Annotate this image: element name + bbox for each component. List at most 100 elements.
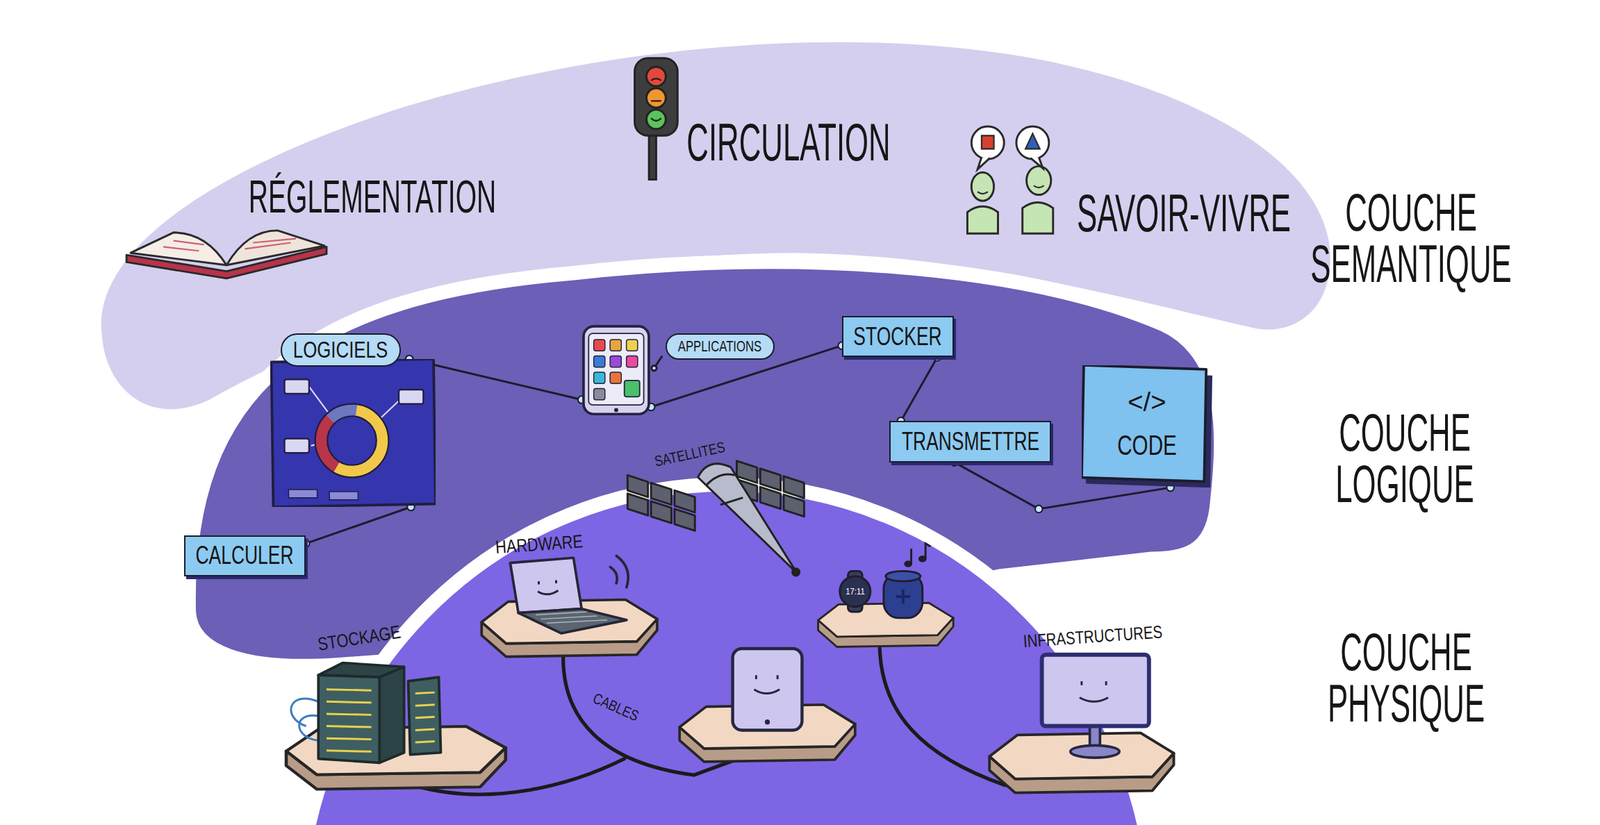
action-box: CALCULER — [184, 535, 306, 577]
satellite-icon — [760, 487, 781, 510]
music-notes — [925, 543, 931, 560]
monitor-icon — [1070, 745, 1120, 758]
traffic-light — [634, 58, 679, 137]
connector-line — [901, 357, 938, 422]
layer-title: COUCHE SEMANTIQUE — [1310, 187, 1512, 291]
software-screen-part — [329, 491, 358, 501]
software-screen-part — [271, 359, 436, 508]
label-pill: LOGICIELS — [280, 333, 401, 367]
people-icon — [971, 172, 994, 201]
node-text: LOGICIELS — [293, 339, 388, 362]
software-screen-part — [284, 379, 310, 394]
satellite-icon — [674, 509, 695, 532]
phone-icon-part — [624, 380, 640, 398]
node-text: CALCULER — [195, 543, 294, 569]
node-text: APPLICATIONS — [678, 339, 763, 355]
phone-icon-part — [594, 372, 606, 384]
traffic-light — [646, 66, 666, 87]
phone-icon-part — [588, 333, 644, 406]
book-icon — [163, 238, 296, 252]
laptop-icon — [509, 557, 582, 613]
traffic-light — [650, 78, 662, 121]
server-icon — [326, 689, 435, 753]
software-screen-part — [327, 416, 377, 466]
laptop-icon — [518, 609, 627, 634]
phone-icon-part — [609, 356, 622, 368]
phone-icon-part — [594, 389, 606, 401]
satellite-icon — [627, 461, 804, 576]
topic-label: RÉGLEMENTATION — [248, 173, 497, 221]
platforms — [989, 732, 1174, 793]
wifi-symbol — [609, 566, 617, 583]
software-screen-part — [289, 489, 318, 499]
phone-icon-part — [583, 326, 649, 415]
people-icon — [977, 157, 991, 170]
people-icon — [1016, 126, 1050, 160]
action-box: TRANSMETTRE — [889, 421, 1052, 463]
people-icon — [1026, 166, 1052, 195]
satellite-icon — [627, 493, 648, 517]
people-icon — [971, 126, 1004, 160]
phone-icon-part — [609, 339, 622, 351]
satellite-icon — [650, 501, 672, 524]
node-text: TRANSMETTRE — [901, 429, 1040, 456]
wifi-symbol — [609, 555, 629, 588]
people-icon — [977, 185, 1044, 194]
phone-icon-part — [614, 408, 619, 413]
laptop-icon — [509, 557, 626, 634]
action-box: STOCKER — [842, 316, 955, 358]
monitor-icon — [1079, 681, 1109, 702]
node-text: </> — [1127, 389, 1166, 416]
leader-line — [651, 365, 657, 371]
server-icon — [291, 698, 319, 741]
monitor-icon — [1042, 655, 1150, 727]
server-icon — [291, 663, 442, 764]
connector-line — [305, 507, 411, 544]
music-notes — [905, 543, 931, 567]
phone-icon: APPLICATIONS — [581, 324, 651, 417]
monitor-icon — [1042, 655, 1150, 758]
layer-title: COUCHE LOGIQUE — [1335, 407, 1475, 511]
traffic-light — [646, 109, 666, 130]
label-pill: APPLICATIONS — [665, 333, 775, 360]
code-panel-art — [1081, 365, 1213, 488]
laptop-icon — [535, 612, 608, 624]
phone-icon-part — [626, 356, 638, 368]
tablet-icon — [732, 648, 803, 731]
tablet-icon — [732, 648, 803, 731]
node-text: STOCKER — [853, 323, 943, 350]
people-icon — [967, 126, 1053, 234]
people-icon — [981, 135, 995, 149]
satellite-icon — [783, 494, 804, 517]
topic-label: SAVOIR-VIVRE — [1076, 188, 1291, 241]
tablet-icon — [753, 675, 780, 694]
speaker-icon — [896, 589, 911, 605]
phone-icon-part — [594, 339, 606, 351]
server-icon — [379, 666, 404, 763]
book-icon — [126, 230, 327, 279]
software-screen: LOGICIELS — [270, 359, 436, 508]
satellite-icon — [792, 568, 799, 576]
software-screen-part — [315, 404, 390, 478]
wifi-symbol — [616, 555, 629, 588]
tablet-icon — [764, 719, 770, 725]
code-panel: </>CODE — [1081, 365, 1213, 488]
people-icon — [1025, 133, 1041, 149]
book-icon — [226, 230, 325, 266]
satellite-icon — [627, 475, 695, 531]
traffic-light — [648, 130, 656, 180]
phone-icon-part — [609, 372, 622, 384]
software-screen-part — [284, 439, 310, 454]
speaker-icon — [885, 571, 921, 582]
satellite-icon — [698, 464, 797, 574]
software-screen-art — [270, 359, 436, 508]
server-icon — [408, 677, 442, 756]
software-screen-part — [308, 397, 396, 485]
watch-icon — [839, 571, 871, 613]
traffic-light — [646, 88, 666, 108]
phone-icon-part — [594, 356, 606, 368]
people-icon — [1030, 157, 1043, 169]
people-icon — [1022, 202, 1054, 234]
people-icon — [967, 206, 998, 234]
